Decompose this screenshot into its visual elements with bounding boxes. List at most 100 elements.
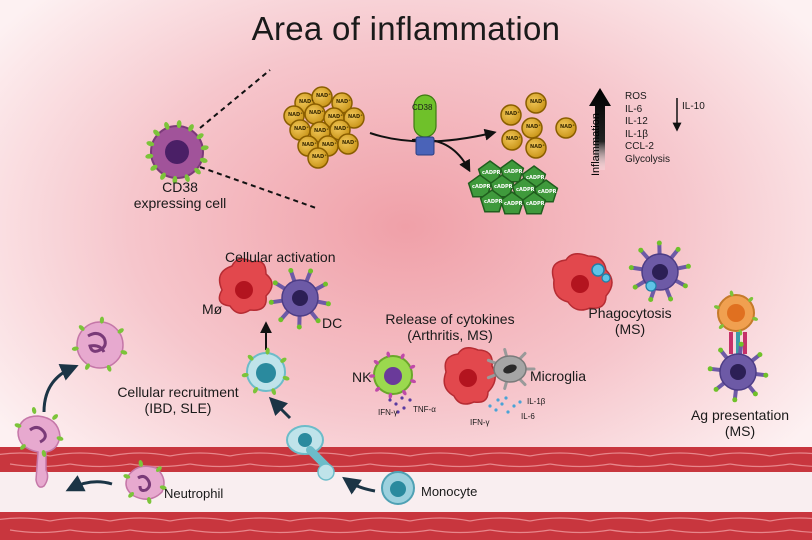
arm-tip-icon — [278, 317, 284, 323]
arm-tip-icon — [718, 347, 724, 353]
arm-tip-icon — [288, 268, 294, 273]
activated-monocyte-cell — [241, 347, 290, 395]
vessel-wall-stripe — [769, 452, 812, 457]
arm-tip-icon — [638, 247, 644, 253]
upregulated-markers: ROS IL-6 IL-12 IL-1β CCL-2 Glycolysis — [625, 91, 670, 167]
nad-label: NAD⁺ — [560, 124, 575, 130]
arm-tip-icon — [685, 263, 691, 269]
nad-molecule-icon — [343, 107, 365, 129]
vessel-wall-stripe — [589, 452, 651, 457]
cytokine-dot-icon — [506, 410, 510, 414]
arm-tip-icon — [732, 397, 738, 403]
arm-tip-icon — [628, 265, 634, 271]
vessel-wall-stripe — [309, 463, 371, 468]
surface-receptor-icon — [194, 167, 201, 175]
vessel-wall-stripe — [369, 463, 431, 468]
nk-cytokine-dots — [388, 396, 412, 414]
phagocytosis-label: Phagocytosis (MS) — [570, 305, 690, 337]
marker-item: IL-6 — [625, 103, 643, 115]
vessel-wall-stripe — [189, 463, 251, 468]
arm-tip-icon — [268, 299, 274, 305]
cadpr-molecule-icon — [467, 174, 493, 198]
vessel-wall-stripe — [649, 452, 711, 457]
nad-label: NAD⁺ — [316, 93, 331, 99]
surface-receptor-icon — [155, 466, 162, 472]
vessel-wall-stripe — [189, 529, 251, 534]
vessel-wall-stripe — [349, 517, 411, 522]
cellular-recruitment-label: Cellular recruitment (IBD, SLE) — [88, 384, 268, 416]
vessel-wall-stripe — [669, 529, 731, 534]
vessel-wall-stripe — [429, 463, 491, 468]
vessel-wall-stripe — [729, 463, 791, 468]
nad-label: NAD⁺ — [506, 136, 521, 142]
vessel-wall-stripe — [129, 529, 191, 534]
surface-receptor-icon — [400, 353, 405, 360]
vessel-wall-stripe — [349, 452, 411, 457]
vessel-wall-stripe — [589, 517, 651, 522]
cellular-recruitment-line2: (IBD, SLE) — [144, 400, 212, 416]
vessel-wall-stripe — [489, 529, 551, 534]
vessel-wall-stripe — [489, 463, 551, 468]
surface-receptor-icon — [150, 164, 158, 171]
cadpr-label: cADPR — [504, 201, 523, 207]
arm-tip-icon — [757, 352, 763, 358]
surface-receptor-icon — [280, 357, 287, 363]
phagocytic-macrophage-cell — [551, 253, 613, 311]
vessel-wall-stripe — [69, 529, 131, 534]
nad-label: NAD⁺ — [288, 112, 303, 118]
marker-item: IL-12 — [625, 116, 648, 128]
nad-label: NAD⁺ — [530, 99, 545, 105]
neutrophil-label: Neutrophil — [164, 486, 224, 501]
cadpr-label: cADPR — [504, 169, 523, 175]
cytokine-dot-icon — [512, 404, 516, 408]
arm-tip-icon — [763, 372, 769, 378]
arm-tip-icon — [713, 386, 719, 392]
nk-label: NK — [352, 369, 372, 385]
microglia-label: Microglia — [530, 368, 587, 384]
arm-tip-icon — [707, 366, 713, 372]
nk-cytokine-ifn: IFN-γ — [378, 408, 398, 417]
surface-receptor-icon — [199, 157, 208, 163]
vessel-wall-stripe — [769, 517, 812, 522]
cytokine-dot-icon — [402, 406, 406, 410]
nad-label: NAD⁺ — [302, 142, 317, 148]
marker-item: IL-1β — [625, 128, 648, 140]
macrophage-cell — [218, 258, 273, 314]
monocyte-cell — [381, 471, 415, 505]
cytokine-macrophage-cell — [443, 347, 496, 405]
surface-receptor-icon — [145, 153, 154, 159]
vessel-wall-stripe — [309, 529, 371, 534]
monocyte-migration-arrow-icon — [342, 476, 376, 495]
nad-cluster-right — [500, 92, 577, 159]
surface-receptor-icon — [369, 374, 375, 378]
surface-receptor-icon — [84, 363, 91, 370]
nad-cluster-left — [283, 86, 365, 169]
phagocytic-dendritic-cell — [628, 240, 691, 302]
nad-molecule-icon — [337, 133, 359, 155]
nk-cytokine-tnf: TNF-α — [413, 405, 436, 414]
vessel-wall-stripe — [409, 517, 471, 522]
surface-receptor-icon — [159, 485, 167, 490]
vessel-wall-stripe — [709, 452, 771, 457]
vessel-wall-stripe — [429, 529, 491, 534]
nad-label: NAD⁺ — [328, 114, 343, 120]
cd38-protein-label: CD38 — [412, 103, 433, 112]
release-of-cytokines-line2: (Arthritis, MS) — [407, 327, 493, 343]
surface-receptor-icon — [271, 388, 277, 395]
cytokine-dot-icon — [494, 408, 498, 412]
vessel-wall-stripe — [529, 517, 591, 522]
cd38-enzyme — [369, 94, 497, 173]
vessel-wall-stripe — [169, 517, 231, 522]
nad-label: NAD⁺ — [505, 111, 520, 117]
surface-receptor-icon — [196, 133, 204, 140]
vessel-wall-stripe — [649, 517, 711, 522]
nad-molecule-icon — [521, 117, 543, 139]
surface-receptor-icon — [241, 372, 249, 378]
recruited-neutrophil-cell — [71, 316, 128, 372]
surface-receptor-icon — [386, 351, 391, 358]
nad-molecule-icon — [525, 92, 547, 114]
arm-tip-icon — [296, 324, 302, 330]
surface-receptor-icon — [729, 290, 734, 297]
cytokine-dot-icon — [394, 402, 398, 406]
